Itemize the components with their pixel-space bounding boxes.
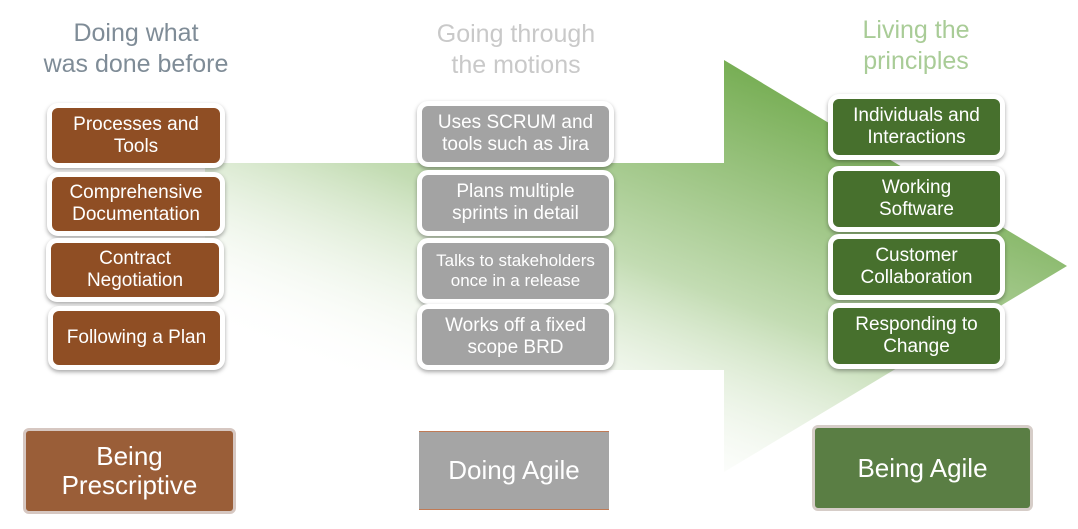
being-agile-item: Responding to Change xyxy=(828,303,1005,369)
being-agile-item: Individuals and Interactions xyxy=(828,94,1005,160)
doing-agile-item: Talks to stakeholders once in a release xyxy=(417,238,614,304)
doing-agile-item: Works off a fixed scope BRD xyxy=(417,304,614,370)
being-agile-item: Customer Collaboration xyxy=(828,234,1005,300)
summary-doing-agile: Doing Agile xyxy=(419,431,609,510)
prescriptive-item: Comprehensive Documentation xyxy=(47,172,225,236)
summary-being-agile: Being Agile xyxy=(812,425,1033,511)
prescriptive-item: Contract Negotiation xyxy=(46,238,224,302)
prescriptive-item: Following a Plan xyxy=(48,306,225,370)
prescriptive-item: Processes and Tools xyxy=(47,103,225,168)
being-agile-item: Working Software xyxy=(828,166,1005,232)
column-title-doing-agile: Going through the motions xyxy=(436,20,596,79)
doing-agile-item: Plans multiple sprints in detail xyxy=(417,170,614,236)
doing-agile-item: Uses SCRUM and tools such as Jira xyxy=(417,101,614,167)
summary-being-prescriptive: Being Prescriptive xyxy=(23,428,236,514)
column-title-being-agile: Living the principles xyxy=(862,16,970,75)
column-title-prescriptive: Doing what was done before xyxy=(43,19,229,78)
